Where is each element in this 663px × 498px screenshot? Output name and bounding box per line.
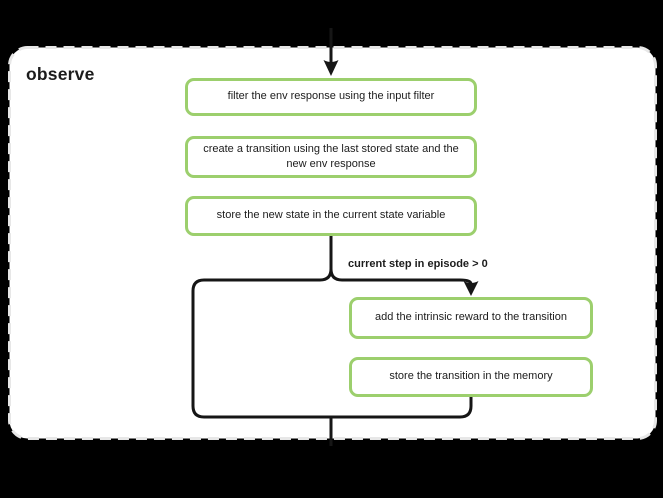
edge-label-condition: current step in episode > 0: [348, 258, 488, 270]
skip-branch-path: [191, 268, 333, 419]
condition-arrowhead-icon: [463, 281, 479, 296]
node-filter-env-response: filter the env response using the input …: [185, 78, 477, 116]
group-title: observe: [26, 64, 95, 84]
node-create-transition: create a transition using the last store…: [185, 136, 477, 178]
node-add-intrinsic-reward: add the intrinsic reward to the transiti…: [349, 297, 593, 339]
node-store-transition-memory: store the transition in the memory: [349, 357, 593, 397]
entry-arrowhead-icon: [323, 60, 339, 76]
condition-branch-path: [329, 268, 473, 285]
node-store-new-state: store the new state in the current state…: [185, 196, 477, 236]
merge-right-path: [331, 397, 473, 419]
